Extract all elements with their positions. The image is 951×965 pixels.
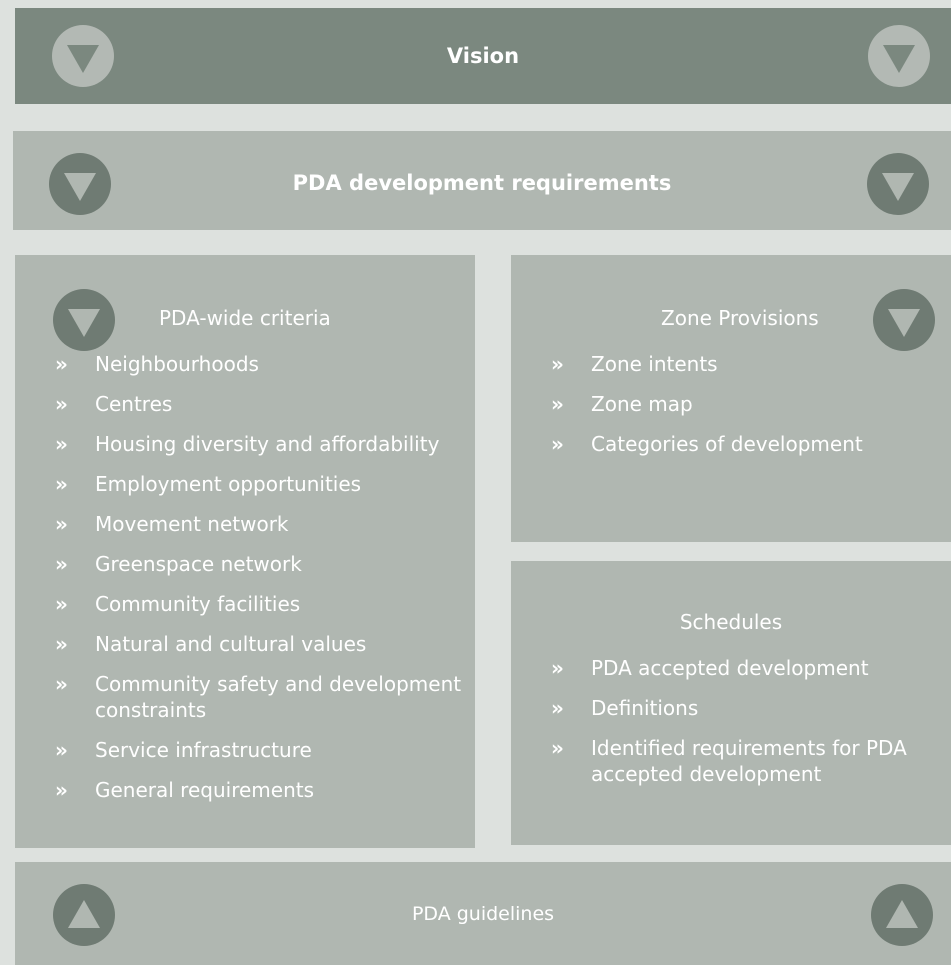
bullet-icon: » (55, 632, 68, 656)
schedules-panel: Schedules »PDA accepted development »Def… (511, 561, 951, 845)
triangle-down-icon[interactable] (873, 289, 935, 351)
bullet-icon: » (55, 472, 68, 496)
bullet-icon: » (55, 512, 68, 536)
triangle-down-icon[interactable] (53, 289, 115, 351)
list-item[interactable]: »Community safety and development constr… (55, 672, 462, 722)
bullet-icon: » (551, 736, 564, 760)
pda-guidelines-bar[interactable]: PDA guidelines (15, 862, 951, 965)
list-item[interactable]: »Housing diversity and affordability (55, 432, 440, 456)
list-item[interactable]: »Neighbourhoods (55, 352, 259, 376)
list-item[interactable]: »Greenspace network (55, 552, 302, 576)
zone-provisions-list: »Zone intents »Zone map »Categories of d… (551, 351, 946, 471)
pda-requirements-bar[interactable]: PDA development requirements (13, 131, 951, 230)
triangle-down-icon[interactable] (867, 153, 929, 215)
bullet-icon: » (551, 656, 564, 680)
bullet-icon: » (55, 592, 68, 616)
schedules-title: Schedules (679, 610, 783, 634)
pda-requirements-title: PDA development requirements (292, 171, 672, 195)
list-item[interactable]: »Natural and cultural values (55, 632, 367, 656)
list-item[interactable]: »Zone map (551, 392, 693, 416)
bullet-icon: » (55, 352, 68, 376)
list-item[interactable]: »General requirements (55, 778, 315, 802)
pda-wide-criteria-list: »Neighbourhoods »Centres »Housing divers… (55, 351, 475, 817)
list-item[interactable]: »Identified requirements for PDA accepte… (551, 736, 907, 786)
list-item[interactable]: »Community facilities (55, 592, 301, 616)
triangle-up-icon[interactable] (53, 884, 115, 946)
bullet-icon: » (55, 672, 68, 696)
list-item[interactable]: »Service infrastructure (55, 738, 312, 762)
triangle-down-icon[interactable] (52, 25, 114, 87)
list-item[interactable]: »Zone intents (551, 352, 718, 376)
bullet-icon: » (55, 392, 68, 416)
list-item[interactable]: »Movement network (55, 512, 289, 536)
bullet-icon: » (55, 432, 68, 456)
bullet-icon: » (551, 352, 564, 376)
pda-wide-criteria-title: PDA-wide criteria (159, 306, 331, 330)
pda-guidelines-title: PDA guidelines (411, 903, 555, 925)
bullet-icon: » (551, 392, 564, 416)
triangle-up-icon[interactable] (871, 884, 933, 946)
list-item[interactable]: »Employment opportunities (55, 472, 362, 496)
vision-bar[interactable]: Vision (15, 8, 951, 104)
list-item[interactable]: »PDA accepted development (551, 656, 869, 680)
bullet-icon: » (551, 696, 564, 720)
vision-title: Vision (446, 44, 520, 68)
bullet-icon: » (55, 738, 68, 762)
pda-wide-criteria-panel: PDA-wide criteria »Neighbourhoods »Centr… (15, 255, 475, 848)
list-item[interactable]: »Definitions (551, 696, 699, 720)
zone-provisions-title: Zone Provisions (661, 306, 819, 330)
schedules-list: »PDA accepted development »Definitions »… (551, 655, 936, 801)
list-item[interactable]: »Categories of development (551, 432, 863, 456)
list-item[interactable]: »Centres (55, 392, 173, 416)
bullet-icon: » (55, 778, 68, 802)
triangle-down-icon[interactable] (868, 25, 930, 87)
bullet-icon: » (55, 552, 68, 576)
triangle-down-icon[interactable] (49, 153, 111, 215)
bullet-icon: » (551, 432, 564, 456)
zone-provisions-panel: Zone Provisions »Zone intents »Zone map … (511, 255, 951, 542)
